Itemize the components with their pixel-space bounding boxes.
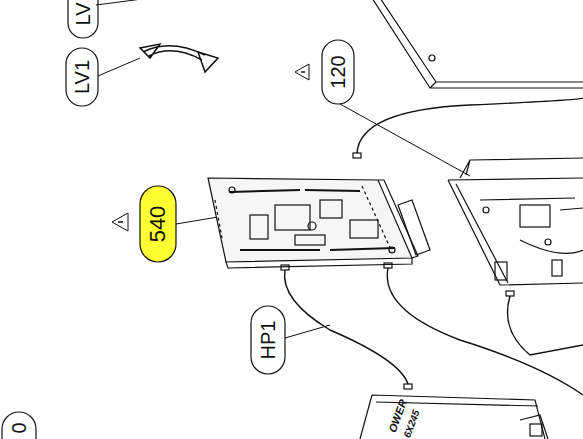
callout-number: 0	[9, 422, 29, 433]
callout-number: LV	[73, 3, 93, 26]
callout-number: 540	[147, 206, 169, 243]
circuit-board	[208, 178, 430, 268]
callout-oval	[66, 48, 98, 106]
power-supply	[360, 395, 548, 439]
part-text: 6X245	[402, 409, 421, 439]
callout-number: LV1	[72, 60, 92, 94]
callout-oval	[322, 40, 354, 104]
callout-oval	[68, 0, 98, 38]
mounting-bracket	[448, 158, 583, 285]
callout-number: 120	[328, 55, 348, 88]
callout-number: HP1	[258, 321, 278, 360]
